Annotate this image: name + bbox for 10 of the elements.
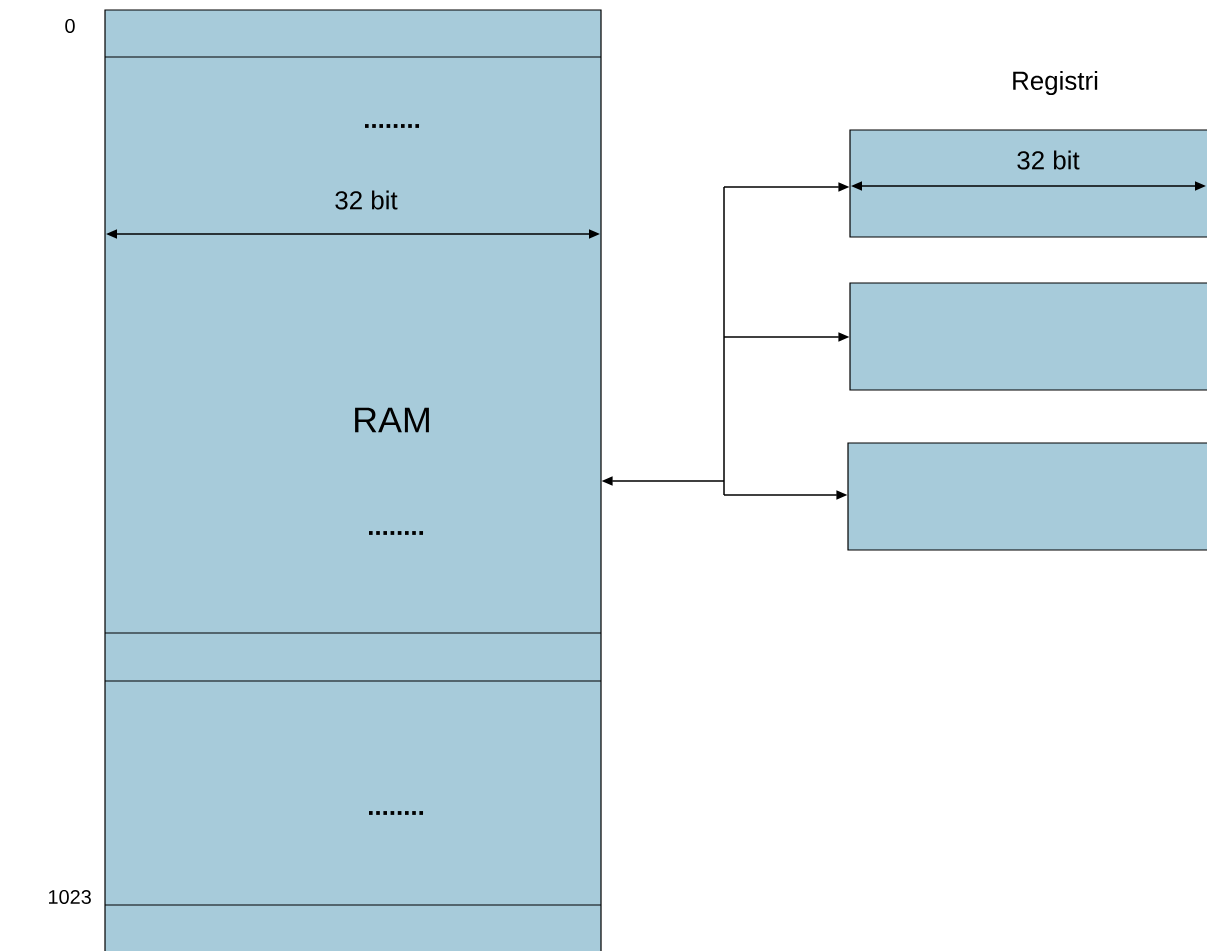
register-title: Registri (1013, 70, 1098, 96)
register-box (849, 282, 1207, 391)
register-box (847, 442, 1207, 551)
dimension-label: 32 bit (1017, 150, 1080, 170)
ellipsis: ........ (369, 531, 424, 535)
address-number: 0 (65, 18, 75, 34)
dimension-label: 32 bit (335, 190, 398, 210)
register-box (849, 129, 1207, 238)
ellipsis: ........ (369, 811, 424, 815)
ellipsis: ........ (365, 124, 420, 128)
